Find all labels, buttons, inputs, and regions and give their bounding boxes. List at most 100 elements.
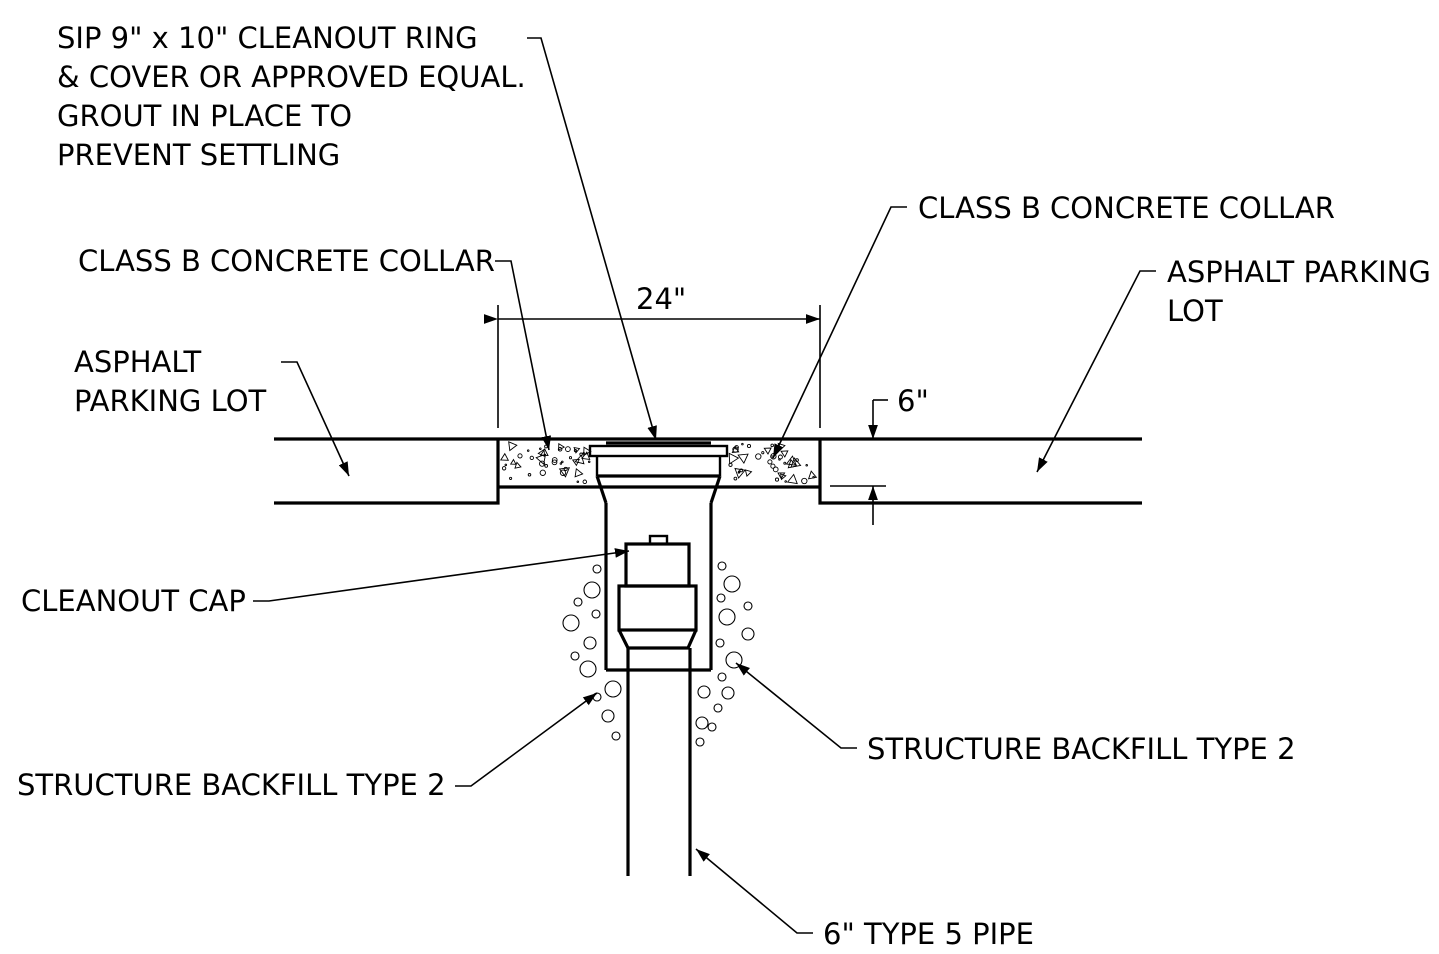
pipe	[626, 648, 692, 876]
note-cleanout-ring-line-3: GROUT IN PLACE TO	[57, 99, 352, 133]
aggregate-grain	[783, 461, 787, 465]
aggregate-grain	[805, 464, 808, 467]
callout-pipe: 6" TYPE 5 PIPE	[695, 848, 1034, 951]
aggregate-grain	[746, 443, 752, 449]
callout-backfill-left: STRUCTURE BACKFILL TYPE 2	[17, 692, 598, 802]
aggregate-grain	[574, 467, 584, 478]
aggregate-grain	[565, 446, 571, 452]
aggregate-grain	[558, 442, 566, 451]
aggregate-grain	[795, 458, 799, 462]
aggregate-grain	[770, 463, 776, 469]
aggregate-grain	[734, 445, 739, 450]
aggregate-grain	[527, 473, 532, 477]
aggregate-grain	[728, 462, 733, 467]
aggregate-grain	[734, 467, 746, 479]
dimension-24-inch	[484, 305, 821, 428]
aggregate-grain	[517, 453, 523, 459]
aggregate-grain	[509, 476, 513, 480]
aggregate-grain	[551, 459, 558, 466]
callout-asphalt-right: ASPHALT PARKING LOT	[1036, 255, 1431, 473]
aggregate-grain	[737, 453, 749, 464]
aggregate-grain	[551, 457, 558, 463]
aggregate-grain	[741, 442, 744, 446]
aggregate-grain	[785, 455, 798, 466]
aggregate-grain	[573, 447, 581, 454]
note-backfill-left: STRUCTURE BACKFILL TYPE 2	[17, 768, 446, 802]
note-asphalt-right-line-2: LOT	[1167, 294, 1223, 328]
aggregate-grain	[777, 472, 786, 480]
note-cleanout-cap: CLEANOUT CAP	[21, 584, 246, 618]
dimension-6-inch	[830, 399, 888, 525]
aggregate-grain	[574, 454, 585, 465]
aggregate-grain	[559, 469, 567, 476]
aggregate-grain	[563, 466, 568, 471]
callout-backfill-right: STRUCTURE BACKFILL TYPE 2	[735, 662, 1296, 766]
aggregate-grain	[561, 460, 564, 464]
cleanout-cap	[617, 534, 698, 650]
aggregate-grain	[801, 477, 808, 485]
aggregate-grain	[744, 469, 753, 477]
callout-collar-right: CLASS B CONCRETE COLLAR	[772, 191, 1335, 459]
aggregate-grain	[568, 456, 573, 460]
aggregate-grain	[576, 480, 580, 484]
aggregate-grain	[807, 470, 818, 480]
note-cleanout-ring-line-4: PREVENT SETTLING	[57, 138, 340, 172]
aggregate-grain	[812, 475, 815, 479]
callout-asphalt-left: ASPHALT PARKING LOT	[74, 345, 350, 477]
cleanout-ring-and-cover	[588, 441, 729, 672]
dimension-6-label: 6"	[897, 384, 929, 418]
aggregate-grain	[582, 479, 588, 485]
aggregate-grain	[728, 452, 740, 465]
note-pipe: 6" TYPE 5 PIPE	[823, 917, 1034, 951]
dimension-24-label: 24"	[636, 282, 686, 316]
aggregate-grain	[755, 453, 762, 460]
aggregate-grain	[786, 473, 798, 485]
callout-cleanout-cap: CLEANOUT CAP	[21, 548, 630, 618]
aggregate-grain	[581, 451, 591, 460]
callout-collar-left: CLASS B CONCRETE COLLAR	[78, 244, 552, 451]
aggregate-grain	[539, 448, 549, 456]
aggregate-grain	[526, 449, 530, 452]
aggregate-grain	[777, 454, 783, 460]
aggregate-grain	[544, 444, 548, 449]
aggregate-grain	[529, 455, 534, 461]
note-collar-right: CLASS B CONCRETE COLLAR	[918, 191, 1335, 225]
aggregate-grain	[774, 477, 780, 482]
aggregate-grain	[539, 460, 546, 467]
aggregate-grain	[559, 462, 563, 465]
aggregate-grain	[504, 463, 508, 467]
note-cleanout-ring-line-1: SIP 9" x 10" CLEANOUT RING	[57, 21, 478, 55]
aggregate-grain	[763, 447, 772, 455]
aggregate-grain	[587, 460, 591, 464]
backfill-pebbles-left	[562, 564, 622, 741]
aggregate-grain	[539, 469, 546, 476]
aggregate-grain	[772, 466, 779, 473]
backfill-pebbles-right	[695, 561, 755, 747]
callout-cleanout-ring: SIP 9" x 10" CLEANOUT RING & COVER OR AP…	[57, 21, 657, 441]
note-collar-left: CLASS B CONCRETE COLLAR	[78, 244, 495, 278]
note-asphalt-right-line-1: ASPHALT PARKING	[1167, 255, 1431, 289]
aggregate-grain	[501, 466, 507, 471]
aggregate-grain	[767, 459, 773, 465]
aggregate-grain	[784, 480, 787, 483]
note-backfill-right: STRUCTURE BACKFILL TYPE 2	[867, 732, 1296, 766]
aggregate-grain	[732, 446, 739, 453]
aggregate-grain	[514, 461, 522, 469]
aggregate-grain	[557, 447, 563, 452]
aggregate-grain	[582, 452, 585, 455]
aggregate-grain	[535, 453, 547, 465]
aggregate-grain	[544, 464, 549, 468]
concrete-collar	[498, 441, 820, 489]
aggregate-grain	[738, 470, 741, 473]
aggregate-grain	[733, 476, 738, 481]
aggregate-grain	[509, 458, 517, 465]
aggregate-grain	[539, 447, 542, 450]
asphalt-pavement	[274, 437, 1142, 505]
note-asphalt-left-line-1: ASPHALT	[74, 345, 202, 379]
aggregate-grain	[739, 468, 744, 473]
aggregate-grain	[770, 443, 774, 448]
aggregate-grain	[500, 452, 510, 461]
aggregate-grain	[508, 441, 518, 452]
aggregate-grain	[787, 458, 798, 469]
